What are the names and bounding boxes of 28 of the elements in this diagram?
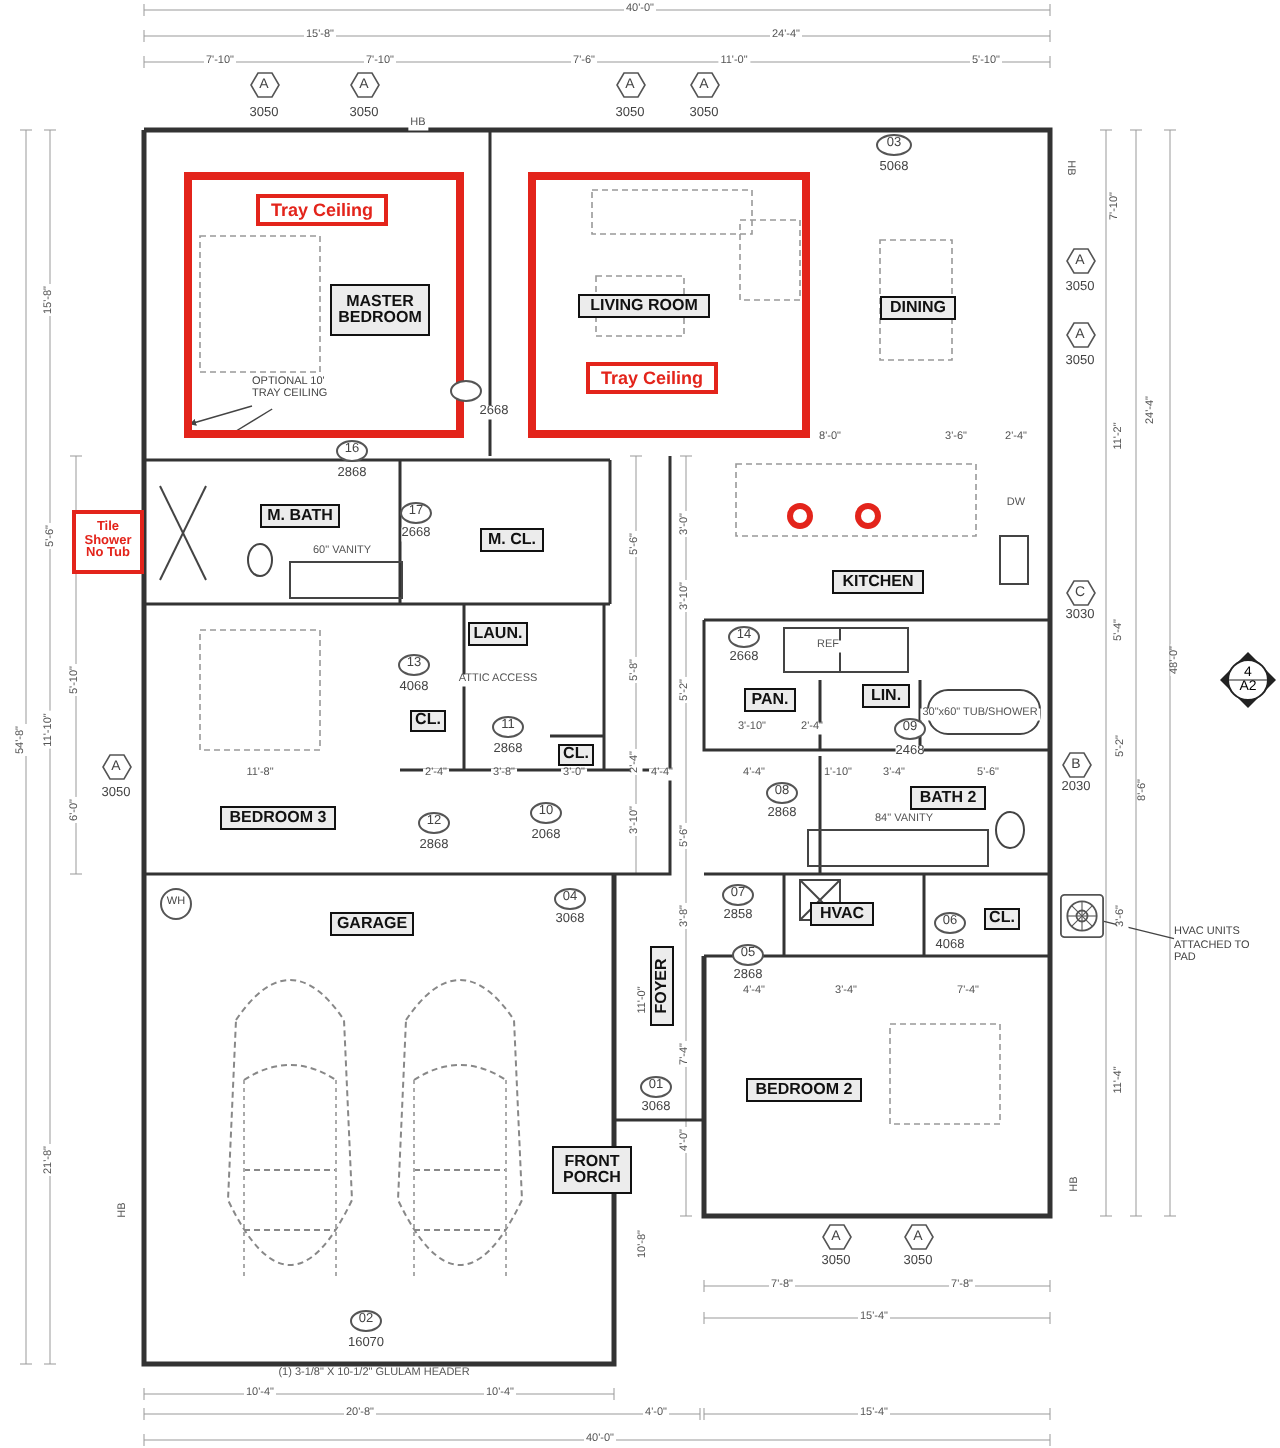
room-label: LAUN. [468,622,528,646]
room-label: FOYER [650,946,674,1026]
hvac-unit-drawing [1060,894,1104,938]
room-label: CL. [558,743,594,765]
room-label: PAN. [744,688,796,712]
room-label: FRONT PORCH [552,1146,632,1194]
room-label: MASTER BEDROOM [330,284,430,336]
room-label: M. CL. [480,528,544,552]
section-marker [1220,650,1276,710]
room-label: BEDROOM 2 [746,1078,862,1102]
room-label: LIVING ROOM [578,294,710,318]
leader-line [1103,920,1175,940]
tray-ceiling-outline [528,172,810,438]
room-label: M. BATH [260,504,340,528]
room-label: CL. [984,907,1020,929]
room-label: CL. [410,709,446,731]
tray-ceiling-outline [184,172,464,438]
room-label: HVAC [810,902,874,926]
room-label: LIN. [862,684,910,708]
room-label: BEDROOM 3 [220,806,336,830]
leader-line [189,405,253,426]
tray-ceiling-label: Tray Ceiling [256,194,388,226]
door-tag [450,379,482,401]
tray-ceiling-label: Tray Ceiling [586,362,718,394]
room-label: BATH 2 [910,786,986,810]
room-label: KITCHEN [832,570,924,594]
room-label: DINING [880,296,956,320]
room-label: GARAGE [330,912,414,936]
